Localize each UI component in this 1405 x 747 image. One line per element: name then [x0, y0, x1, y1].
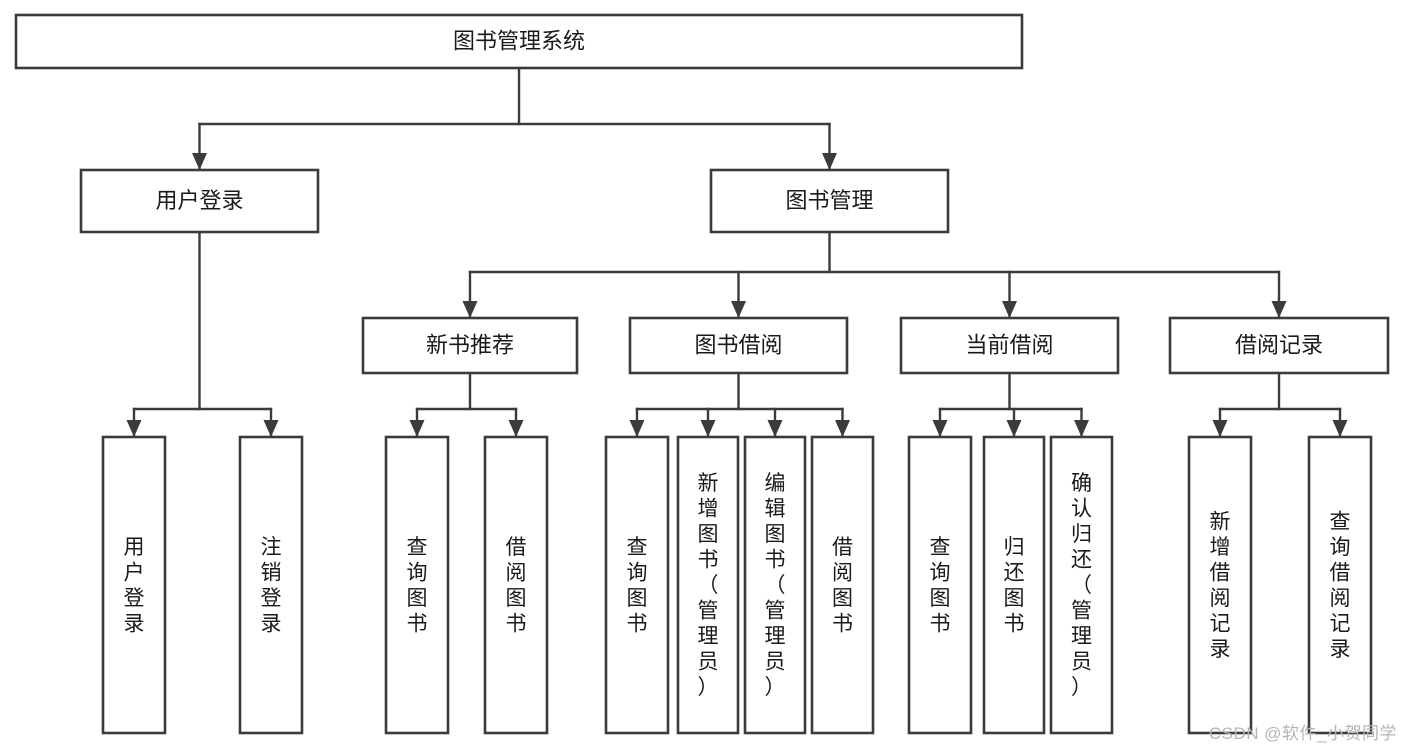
arrow-head-icon: [192, 153, 207, 170]
arrow-head-icon: [822, 153, 837, 170]
diagram-node[interactable]: 查询图书: [604, 435, 670, 735]
diagram-node[interactable]: 查询图书: [907, 435, 973, 735]
node-box[interactable]: [628, 316, 849, 375]
diagram-node[interactable]: 借阅记录: [1168, 316, 1390, 375]
node-label: 借阅图书: [506, 536, 527, 636]
node-box[interactable]: [907, 435, 973, 735]
node-label: 用户登录: [155, 188, 243, 213]
node-label: 新书推荐: [426, 332, 514, 357]
arrow-head-icon: [767, 420, 783, 437]
node-box[interactable]: [101, 435, 167, 735]
diagram-node[interactable]: 新增图书（管理员）: [676, 435, 740, 735]
arrow-head-icon: [126, 420, 142, 437]
node-label: 借阅记录: [1235, 332, 1323, 357]
node-label: 图书管理系统: [453, 28, 585, 53]
diagram-node[interactable]: 注销登录: [238, 435, 304, 735]
node-label: 借阅图书: [832, 536, 853, 636]
node-box[interactable]: [810, 435, 875, 735]
node-label: 确认归还（管理员）: [1071, 472, 1092, 699]
node-label: 图书管理: [785, 188, 873, 213]
node-box[interactable]: [483, 435, 549, 735]
diagram-node[interactable]: 确认归还（管理员）: [1049, 435, 1114, 735]
node-box[interactable]: [982, 435, 1046, 735]
node-box[interactable]: [361, 316, 579, 375]
diagram-node[interactable]: 新增借阅记录: [1187, 435, 1253, 735]
node-label: 当前借阅: [965, 332, 1053, 357]
node-box[interactable]: [384, 435, 450, 735]
node-layer: 图书管理系统用户登录用户登录注销登录图书管理新书推荐查询图书借阅图书图书借阅查询…: [14, 13, 1390, 735]
arrow-head-icon: [462, 301, 478, 318]
node-box[interactable]: [604, 435, 670, 735]
diagram-node[interactable]: 用户登录: [79, 168, 320, 234]
node-label: 图书借阅: [694, 332, 782, 357]
watermark-label: CSDN @软件_小贺同学: [1208, 724, 1397, 743]
node-box[interactable]: [79, 168, 320, 234]
node-label: 查询图书: [627, 536, 648, 636]
arrow-head-icon: [1271, 301, 1287, 318]
arrow-head-icon: [629, 420, 645, 437]
node-label: 新增借阅记录: [1210, 510, 1231, 661]
arrow-head-icon: [932, 420, 948, 437]
arrow-head-icon: [1332, 420, 1348, 437]
diagram-node[interactable]: 图书管理系统: [14, 13, 1024, 70]
arrow-head-icon: [409, 420, 425, 437]
node-box[interactable]: [14, 13, 1024, 70]
node-label: 用户登录: [124, 536, 145, 636]
arrow-head-icon: [1002, 301, 1017, 318]
node-box[interactable]: [743, 435, 807, 735]
arrow-head-icon: [263, 420, 279, 437]
arrow-head-icon: [1212, 420, 1228, 437]
arrow-head-icon: [1074, 420, 1089, 437]
connector-layer: [126, 66, 1348, 438]
diagram-node[interactable]: 当前借阅: [899, 316, 1120, 375]
diagram-node[interactable]: 查询图书: [384, 435, 450, 735]
node-label: 编辑图书（管理员）: [765, 472, 786, 699]
node-box[interactable]: [709, 168, 950, 234]
arrow-head-icon: [1006, 420, 1022, 437]
arrow-head-icon: [731, 301, 746, 318]
diagram-node[interactable]: 借阅图书: [483, 435, 549, 735]
node-label: 注销登录: [261, 536, 282, 636]
node-box[interactable]: [899, 316, 1120, 375]
node-label: 查询借阅记录: [1330, 510, 1351, 661]
node-box[interactable]: [1307, 435, 1373, 735]
diagram-node[interactable]: 编辑图书（管理员）: [743, 435, 807, 735]
node-label: 归还图书: [1004, 536, 1025, 636]
node-box[interactable]: [1168, 316, 1390, 375]
arrow-head-icon: [700, 420, 716, 437]
node-box[interactable]: [1187, 435, 1253, 735]
diagram-node[interactable]: 图书管理: [709, 168, 950, 234]
arrow-head-icon: [835, 420, 850, 437]
arrow-head-icon: [508, 420, 524, 437]
diagram-node[interactable]: 借阅图书: [810, 435, 875, 735]
diagram-node[interactable]: 新书推荐: [361, 316, 579, 375]
diagram-node[interactable]: 用户登录: [101, 435, 167, 735]
node-label: 查询图书: [407, 536, 428, 636]
node-label: 查询图书: [930, 536, 951, 636]
node-box[interactable]: [1049, 435, 1114, 735]
node-label: 新增图书（管理员）: [698, 472, 719, 699]
diagram-node[interactable]: 图书借阅: [628, 316, 849, 375]
diagram-node[interactable]: 归还图书: [982, 435, 1046, 735]
diagram-node[interactable]: 查询借阅记录: [1307, 435, 1373, 735]
node-box[interactable]: [676, 435, 740, 735]
node-box[interactable]: [238, 435, 304, 735]
